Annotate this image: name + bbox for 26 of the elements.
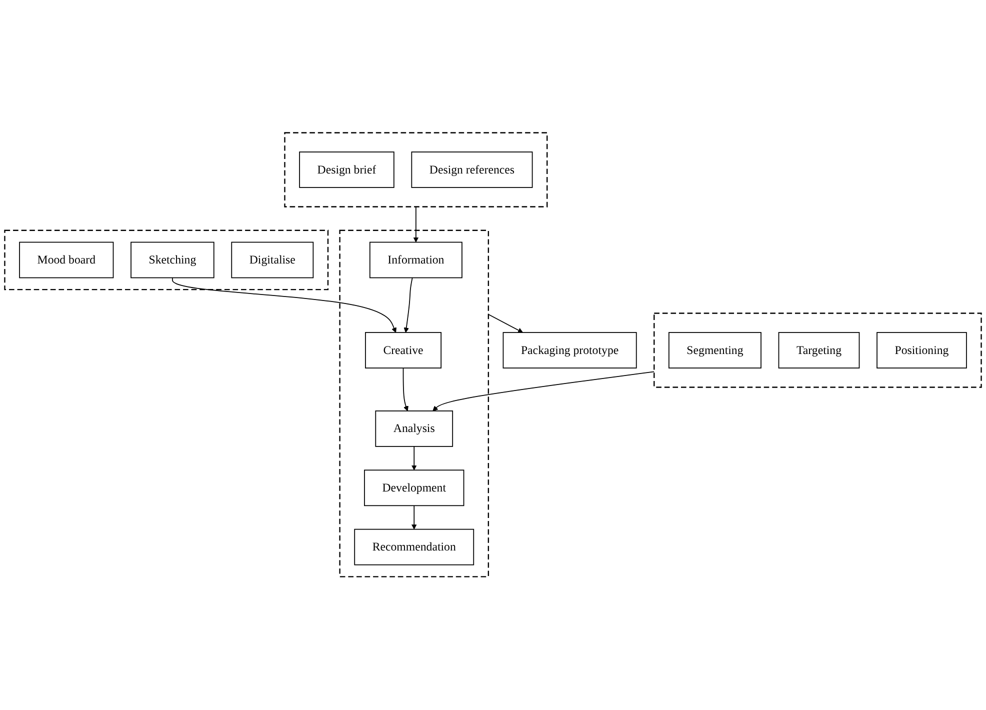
cluster bbox=[284, 132, 548, 208]
cluster bbox=[654, 312, 982, 388]
node-box: Design references bbox=[411, 152, 533, 188]
node-box: Segmenting bbox=[668, 332, 762, 369]
arrow bbox=[402, 368, 408, 412]
node-box: Information bbox=[369, 242, 462, 278]
node-box: Development bbox=[364, 470, 464, 506]
node-box: Digitalise bbox=[231, 242, 314, 278]
node-box: Positioning bbox=[876, 332, 967, 369]
node-box: Creative bbox=[365, 332, 442, 369]
node-box: Packaging prototype bbox=[502, 332, 637, 369]
node-box: Recommendation bbox=[354, 529, 474, 566]
arrow bbox=[412, 505, 417, 530]
arrow bbox=[432, 372, 655, 412]
node-box: Sketching bbox=[130, 242, 214, 278]
node-box: Analysis bbox=[375, 410, 454, 448]
arrow bbox=[412, 446, 417, 471]
cluster bbox=[339, 230, 490, 578]
node-box: Targeting bbox=[778, 332, 860, 369]
node-box: Design brief bbox=[299, 152, 394, 188]
arrow bbox=[404, 278, 413, 334]
node-box: Mood board bbox=[19, 242, 114, 278]
arrow bbox=[488, 314, 523, 334]
arrow bbox=[172, 278, 396, 334]
arrow bbox=[413, 206, 419, 243]
cluster bbox=[4, 230, 329, 290]
